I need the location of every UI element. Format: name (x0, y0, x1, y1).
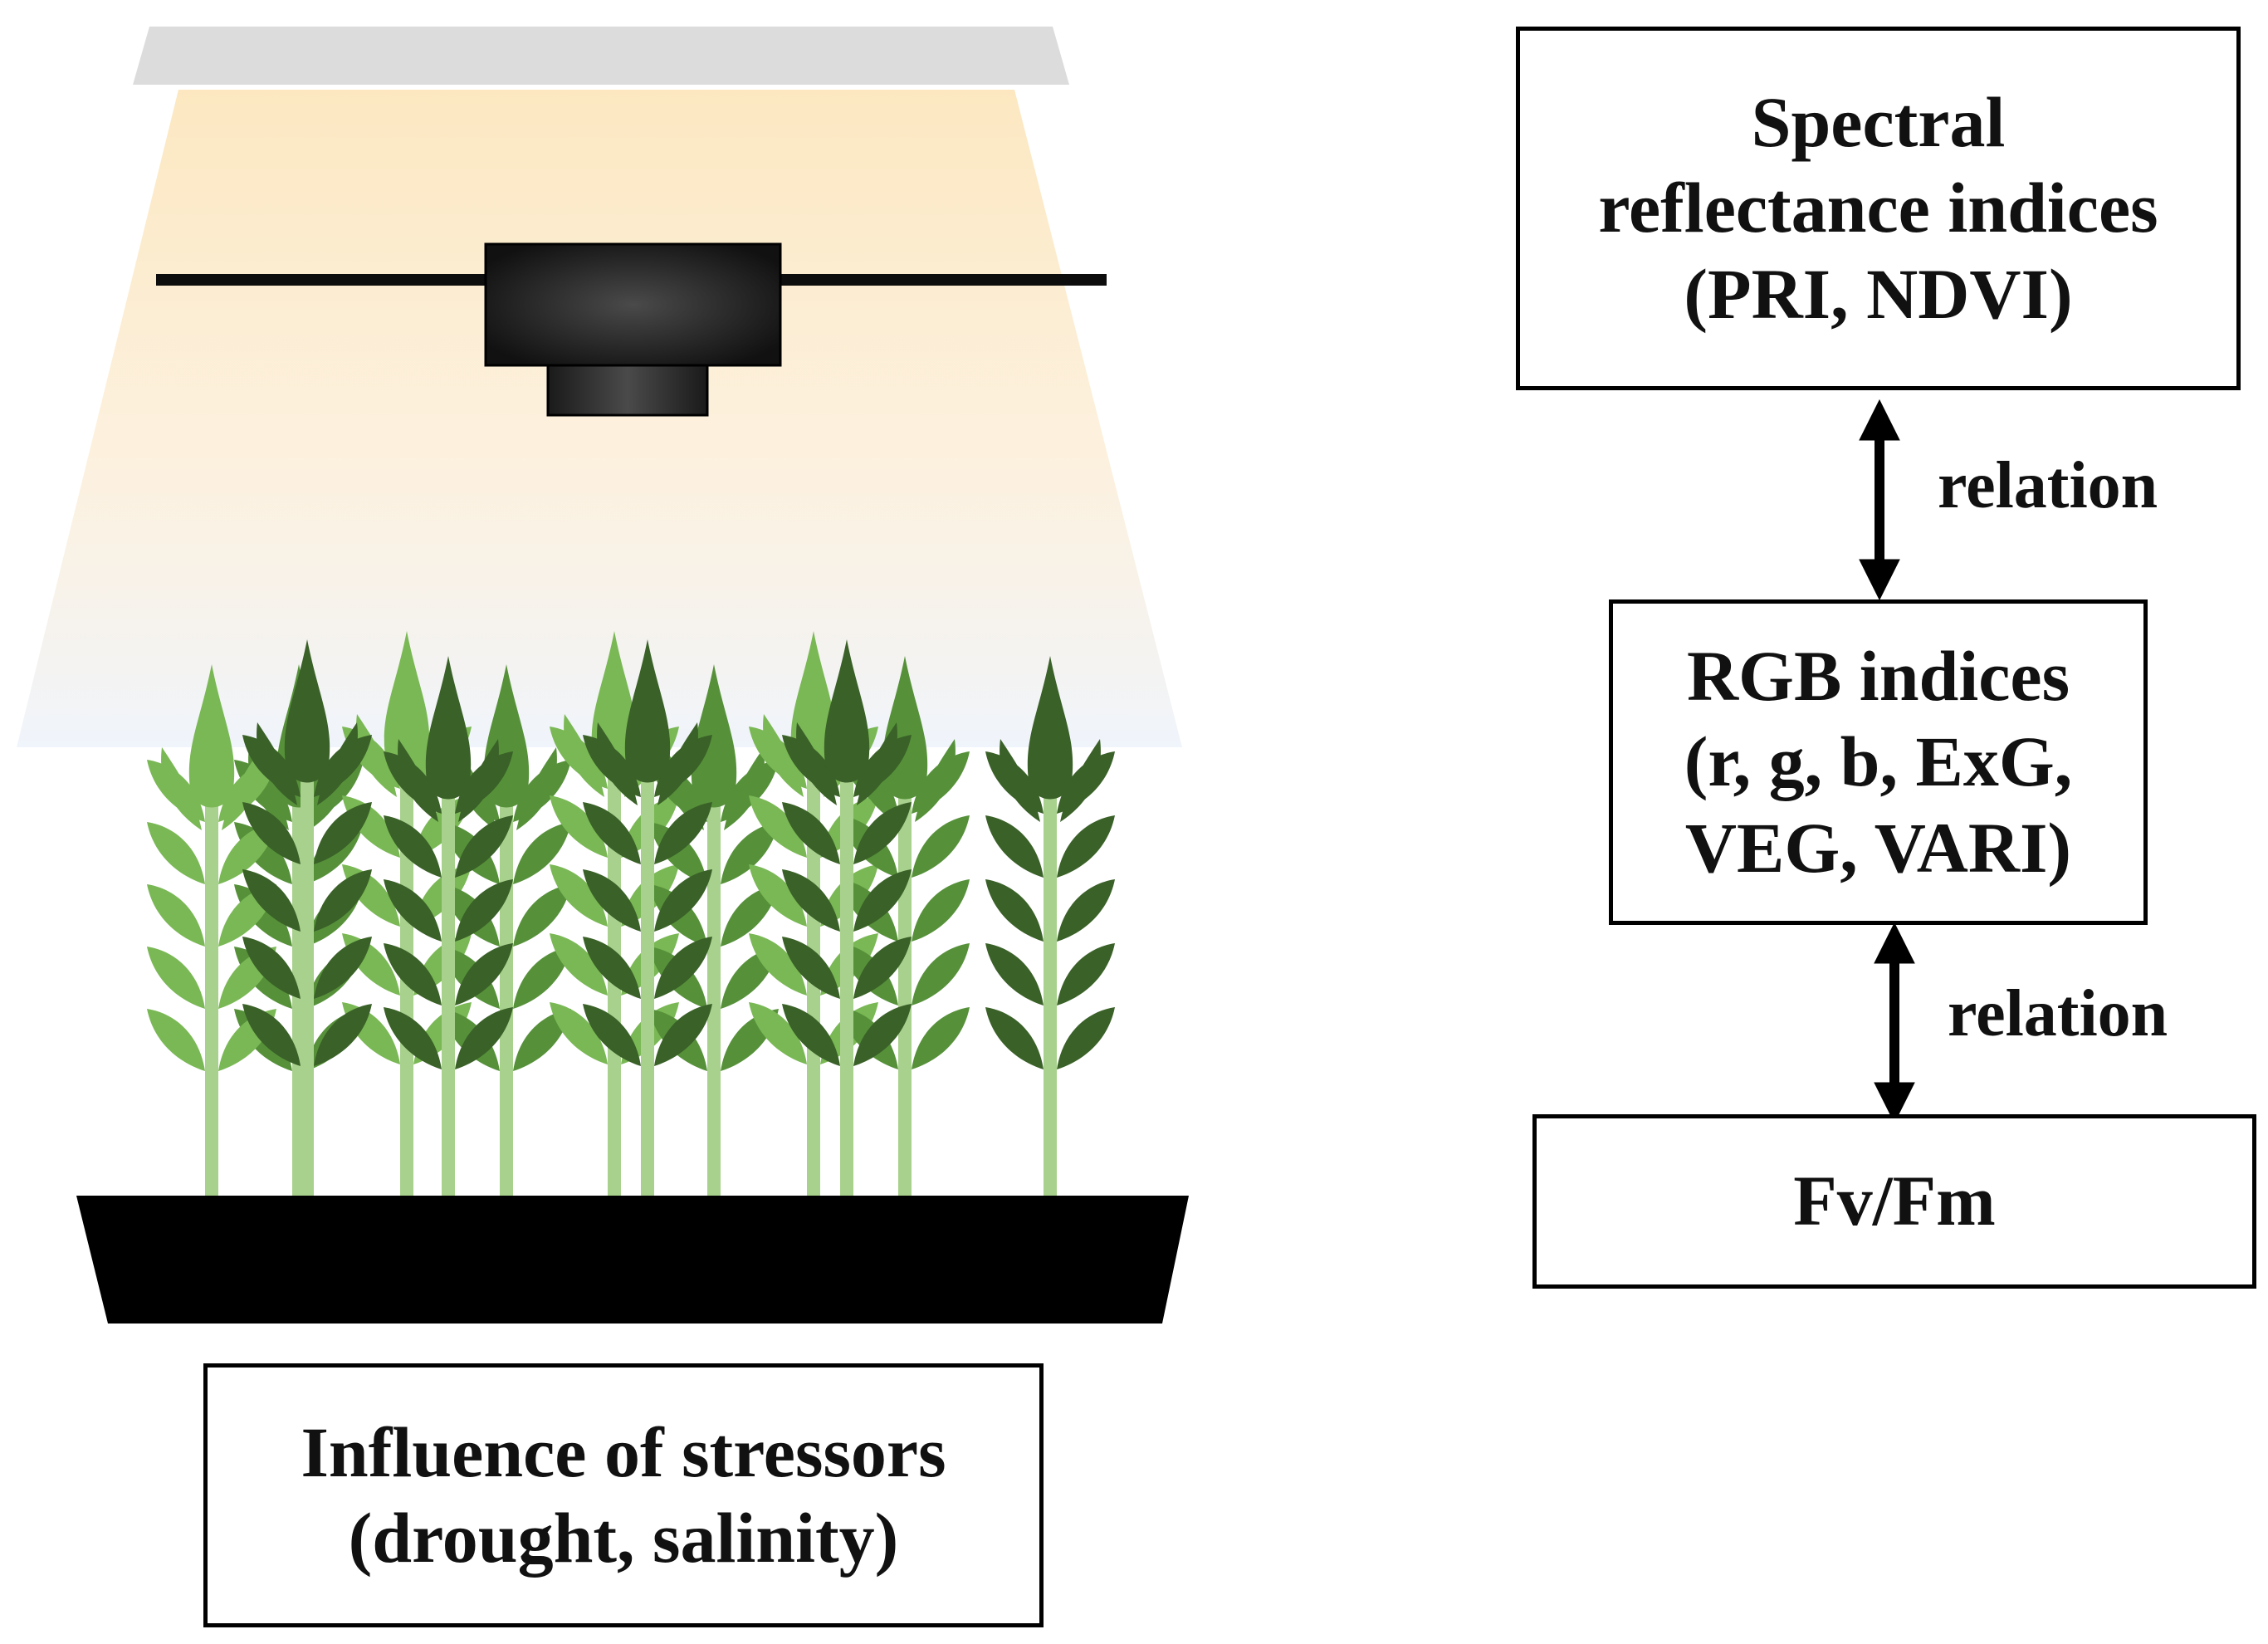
double-arrow-icon (1859, 399, 1900, 601)
spectral-indices-box: Spectral reflectance indices (PRI, NDVI) (1516, 27, 2241, 390)
plant-tray (76, 1196, 1189, 1324)
relation-label-top: relation (1938, 449, 2158, 522)
stressors-line-1: Influence of stressors (301, 1412, 946, 1492)
rgb-line-2: (r, g, b, ExG, (1684, 722, 2073, 802)
fvfm-label: Fv/Fm (1793, 1161, 1996, 1241)
wheat-plant-icon (649, 664, 779, 1200)
relation-label-bottom: relation (1948, 977, 2168, 1050)
wheat-plant-icon (242, 639, 372, 1200)
wheat-plant-icon (782, 639, 912, 1200)
wheat-plants (147, 631, 1115, 1200)
double-arrow-icon (1874, 922, 1915, 1124)
spectral-line-1: Spectral (1751, 82, 2006, 163)
wheat-plant-icon (147, 664, 276, 1200)
wheat-plant-icon (583, 639, 712, 1200)
fvfm-box: Fv/Fm (1532, 1114, 2256, 1289)
stressors-line-2: (drought, salinity) (348, 1498, 899, 1578)
rgb-line-3: VEG, VARI) (1684, 807, 2072, 888)
light-cone (17, 90, 1182, 747)
rgb-indices-box: RGB indices (r, g, b, ExG, VEG, VARI) (1609, 599, 2148, 925)
stressors-box: Influence of stressors (drought, salinit… (203, 1363, 1044, 1627)
wheat-plant-icon (384, 656, 513, 1200)
camera-icon (156, 242, 1107, 417)
rgb-line-1: RGB indices (1686, 636, 2070, 717)
lamp-bar (133, 27, 1069, 85)
spectral-line-2: reflectance indices (1598, 168, 2158, 248)
wheat-plant-icon (985, 656, 1115, 1200)
spectral-line-3: (PRI, NDVI) (1684, 253, 2073, 334)
